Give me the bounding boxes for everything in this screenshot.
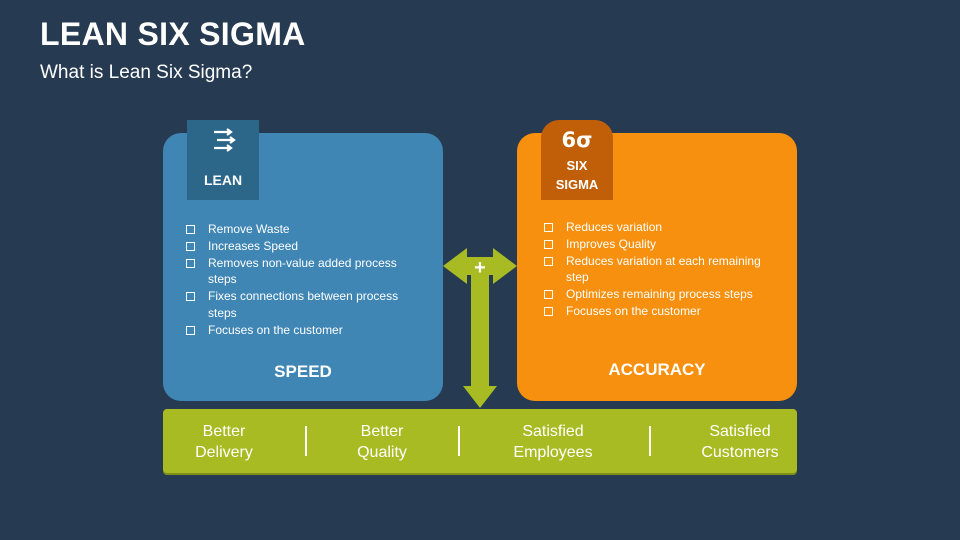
tab-label-line: SIGMA: [555, 177, 599, 192]
list-item: Remove Waste: [185, 221, 425, 238]
bullet-text: Focuses on the customer: [208, 322, 343, 337]
page-subtitle: What is Lean Six Sigma?: [40, 62, 253, 83]
outcome-satisfied-customers: Satisfied Customers: [680, 421, 800, 463]
outcome-line: Satisfied: [522, 423, 584, 440]
checkbox-icon: [186, 241, 195, 251]
checkbox-icon: [544, 306, 553, 316]
bullet-text: Reduces variation at each remaining step: [566, 253, 761, 285]
list-item: Reduces variation: [543, 219, 783, 236]
bullet-text: Focuses on the customer: [566, 303, 701, 318]
horizontal-double-arrow: [443, 248, 517, 284]
checkbox-icon: [544, 256, 553, 266]
outcome-divider: [649, 426, 651, 456]
checkbox-icon: [544, 223, 553, 232]
bullet-text: Fixes connections between process steps: [208, 289, 399, 320]
list-item: Increases Speed: [185, 238, 425, 255]
list-item: Focuses on the customer: [185, 322, 425, 339]
outcome-divider: [458, 426, 460, 456]
list-item: Improves Quality: [543, 236, 783, 253]
checkbox-icon: [186, 292, 195, 302]
list-item: Optimizes remaining process steps: [543, 286, 783, 303]
bullet-text: Remove Waste: [208, 222, 290, 236]
six-sigma-tab: 6σ SIX SIGMA: [541, 120, 613, 200]
vertical-down-arrow: [463, 272, 497, 408]
checkbox-icon: [544, 239, 553, 249]
outcome-line: Delivery: [195, 444, 253, 461]
lean-tab: LEAN: [187, 120, 259, 200]
list-item: Fixes connections between process steps: [185, 288, 425, 322]
checkbox-icon: [186, 258, 195, 268]
sigma-symbol: 6σ: [561, 128, 593, 152]
outcome-line: Employees: [513, 444, 593, 461]
plus-symbol: +: [474, 257, 486, 279]
outcome-line: Satisfied: [709, 423, 771, 440]
outcome-line: Better: [360, 423, 404, 440]
lean-tab-label: LEAN: [203, 172, 243, 188]
outcomes-bar: Better Delivery Better Quality Satisfied…: [163, 409, 797, 473]
six-sigma-tab-label: SIX SIGMA: [541, 156, 613, 194]
list-item: Removes non-value added process steps: [185, 255, 425, 289]
checkbox-icon: [186, 325, 195, 335]
bullet-text: Increases Speed: [208, 238, 299, 253]
bullet-text: Reduces variation: [566, 220, 663, 234]
outcome-better-delivery: Better Delivery: [164, 421, 284, 463]
tab-label-line: SIX: [566, 158, 588, 173]
outcome-line: Quality: [357, 444, 407, 461]
page-title: LEAN SIX SIGMA: [40, 16, 306, 52]
bullet-text: Optimizes remaining process steps: [566, 287, 753, 302]
lean-footer-label: SPEED: [274, 362, 332, 381]
outcome-better-quality: Better Quality: [322, 421, 442, 463]
list-item: Focuses on the customer: [543, 303, 783, 320]
outcome-line: Customers: [701, 444, 779, 461]
list-item: Reduces variation at each remaining step: [543, 253, 783, 287]
flow-arrows-icon: [214, 128, 236, 152]
six-sigma-bullet-list: Reduces variation Improves Quality Reduc…: [543, 219, 783, 320]
bullet-text: Improves Quality: [566, 236, 657, 251]
six-sigma-footer-label: ACCURACY: [608, 360, 706, 379]
outcome-line: Better: [202, 423, 246, 440]
outcome-divider: [305, 426, 307, 456]
bullet-text: Removes non-value added process steps: [208, 255, 397, 287]
checkbox-icon: [544, 290, 553, 300]
checkbox-icon: [186, 225, 195, 234]
lean-bullet-list: Remove Waste Increases Speed Removes non…: [185, 221, 425, 339]
outcome-satisfied-employees: Satisfied Employees: [493, 421, 613, 463]
